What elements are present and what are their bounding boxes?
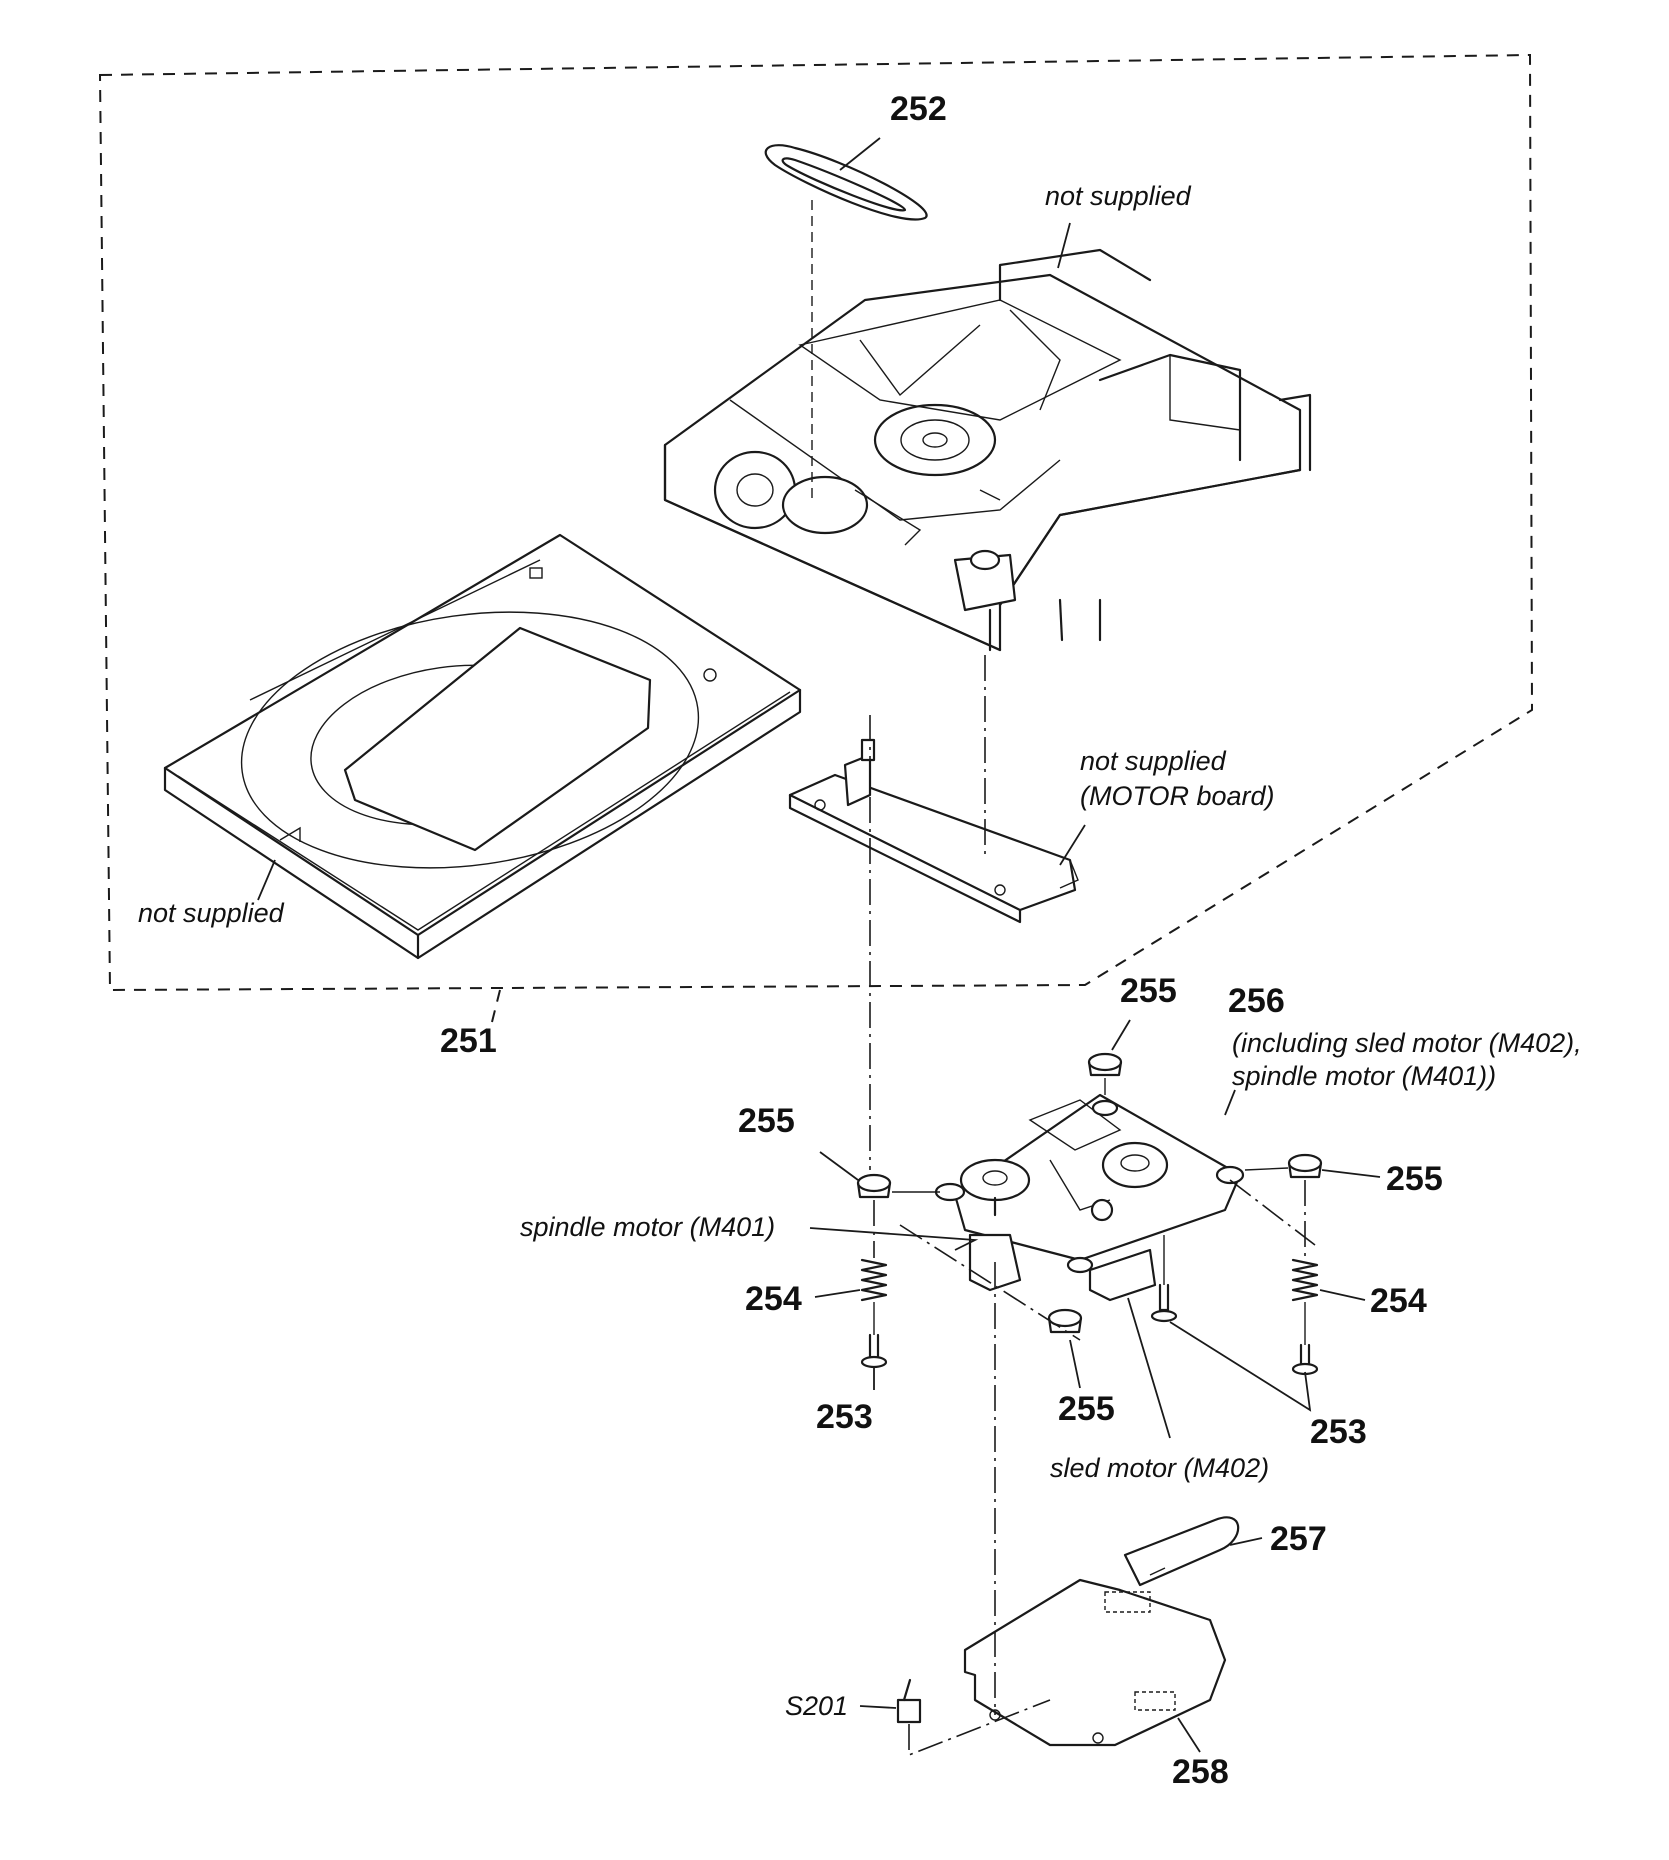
note-s201: S201 xyxy=(785,1691,848,1721)
flex-cable-257 xyxy=(1123,1516,1240,1587)
screw-253-leader xyxy=(1169,1321,1312,1412)
mech-note-leader xyxy=(1057,222,1071,269)
sled-leader xyxy=(1127,1297,1171,1439)
board-258-leader xyxy=(1177,1717,1201,1753)
note-sled-motor: sled motor (M402) xyxy=(1050,1453,1269,1483)
base-unit-256 xyxy=(934,1093,1245,1302)
belt-leader xyxy=(839,137,881,171)
insulator-255-right xyxy=(1287,1153,1323,1179)
spindle-leader xyxy=(809,1227,979,1251)
assembly-251-leader xyxy=(489,989,501,1031)
switch-leader xyxy=(859,1705,897,1709)
note-mech-not-supplied: not supplied xyxy=(1045,181,1192,211)
insulator-255-bottom xyxy=(1047,1308,1083,1334)
label-258: 258 xyxy=(1172,1753,1229,1791)
label-257: 257 xyxy=(1270,1520,1327,1558)
label-251: 251 xyxy=(440,1022,497,1060)
insulator-right-line xyxy=(1244,1167,1289,1171)
switch-s201 xyxy=(896,1678,922,1724)
insulator-bottom-leader xyxy=(1069,1339,1081,1389)
screw-253-mid xyxy=(1150,1283,1178,1323)
insulator-top-leader xyxy=(1111,1019,1131,1051)
belt-252 xyxy=(764,144,928,221)
label-255-top: 255 xyxy=(1120,972,1177,1010)
label-254-right: 254 xyxy=(1370,1282,1427,1320)
screw-253-left xyxy=(860,1333,888,1369)
flex-cable-leader xyxy=(1229,1537,1263,1546)
disc-tray xyxy=(163,533,802,960)
insulator-right-leader xyxy=(1321,1169,1381,1178)
insulator-255-top xyxy=(1087,1052,1123,1077)
spring-right-leader xyxy=(1319,1289,1366,1301)
base-alignment xyxy=(1229,1179,1316,1246)
label-255-bottom: 255 xyxy=(1058,1390,1115,1428)
spring-254-left xyxy=(860,1258,888,1302)
label-254-left: 254 xyxy=(745,1280,802,1318)
spring-left-leader xyxy=(814,1289,861,1298)
label-255-right: 255 xyxy=(1386,1160,1443,1198)
loading-mechanism xyxy=(663,248,1312,652)
base-note-leader xyxy=(1224,1089,1236,1116)
board-258 xyxy=(963,1578,1227,1747)
spring-254-right xyxy=(1291,1258,1319,1302)
label-255-left: 255 xyxy=(738,1102,795,1140)
insulator-255-left xyxy=(856,1173,892,1199)
note-spindle-motor: spindle motor (M401) xyxy=(520,1212,775,1242)
label-253-left: 253 xyxy=(816,1398,873,1436)
label-252: 252 xyxy=(890,90,947,128)
label-253-right: 253 xyxy=(1310,1413,1367,1451)
insulator-left-leader xyxy=(819,1151,859,1181)
tray-note-leader xyxy=(257,859,276,901)
label-256: 256 xyxy=(1228,982,1285,1020)
note-including-line1: (including sled motor (M402), xyxy=(1232,1028,1582,1058)
note-motor-board: (MOTOR board) xyxy=(1080,781,1275,811)
note-board-not-supplied: not supplied xyxy=(1080,746,1227,776)
board-note-leader xyxy=(1059,824,1086,866)
note-including-line2: spindle motor (M401)) xyxy=(1232,1061,1496,1091)
screw-253-right xyxy=(1291,1343,1319,1376)
switch-alignment xyxy=(908,1699,1051,1757)
note-tray-not-supplied: not supplied xyxy=(138,898,285,928)
motor-board xyxy=(788,738,1079,924)
